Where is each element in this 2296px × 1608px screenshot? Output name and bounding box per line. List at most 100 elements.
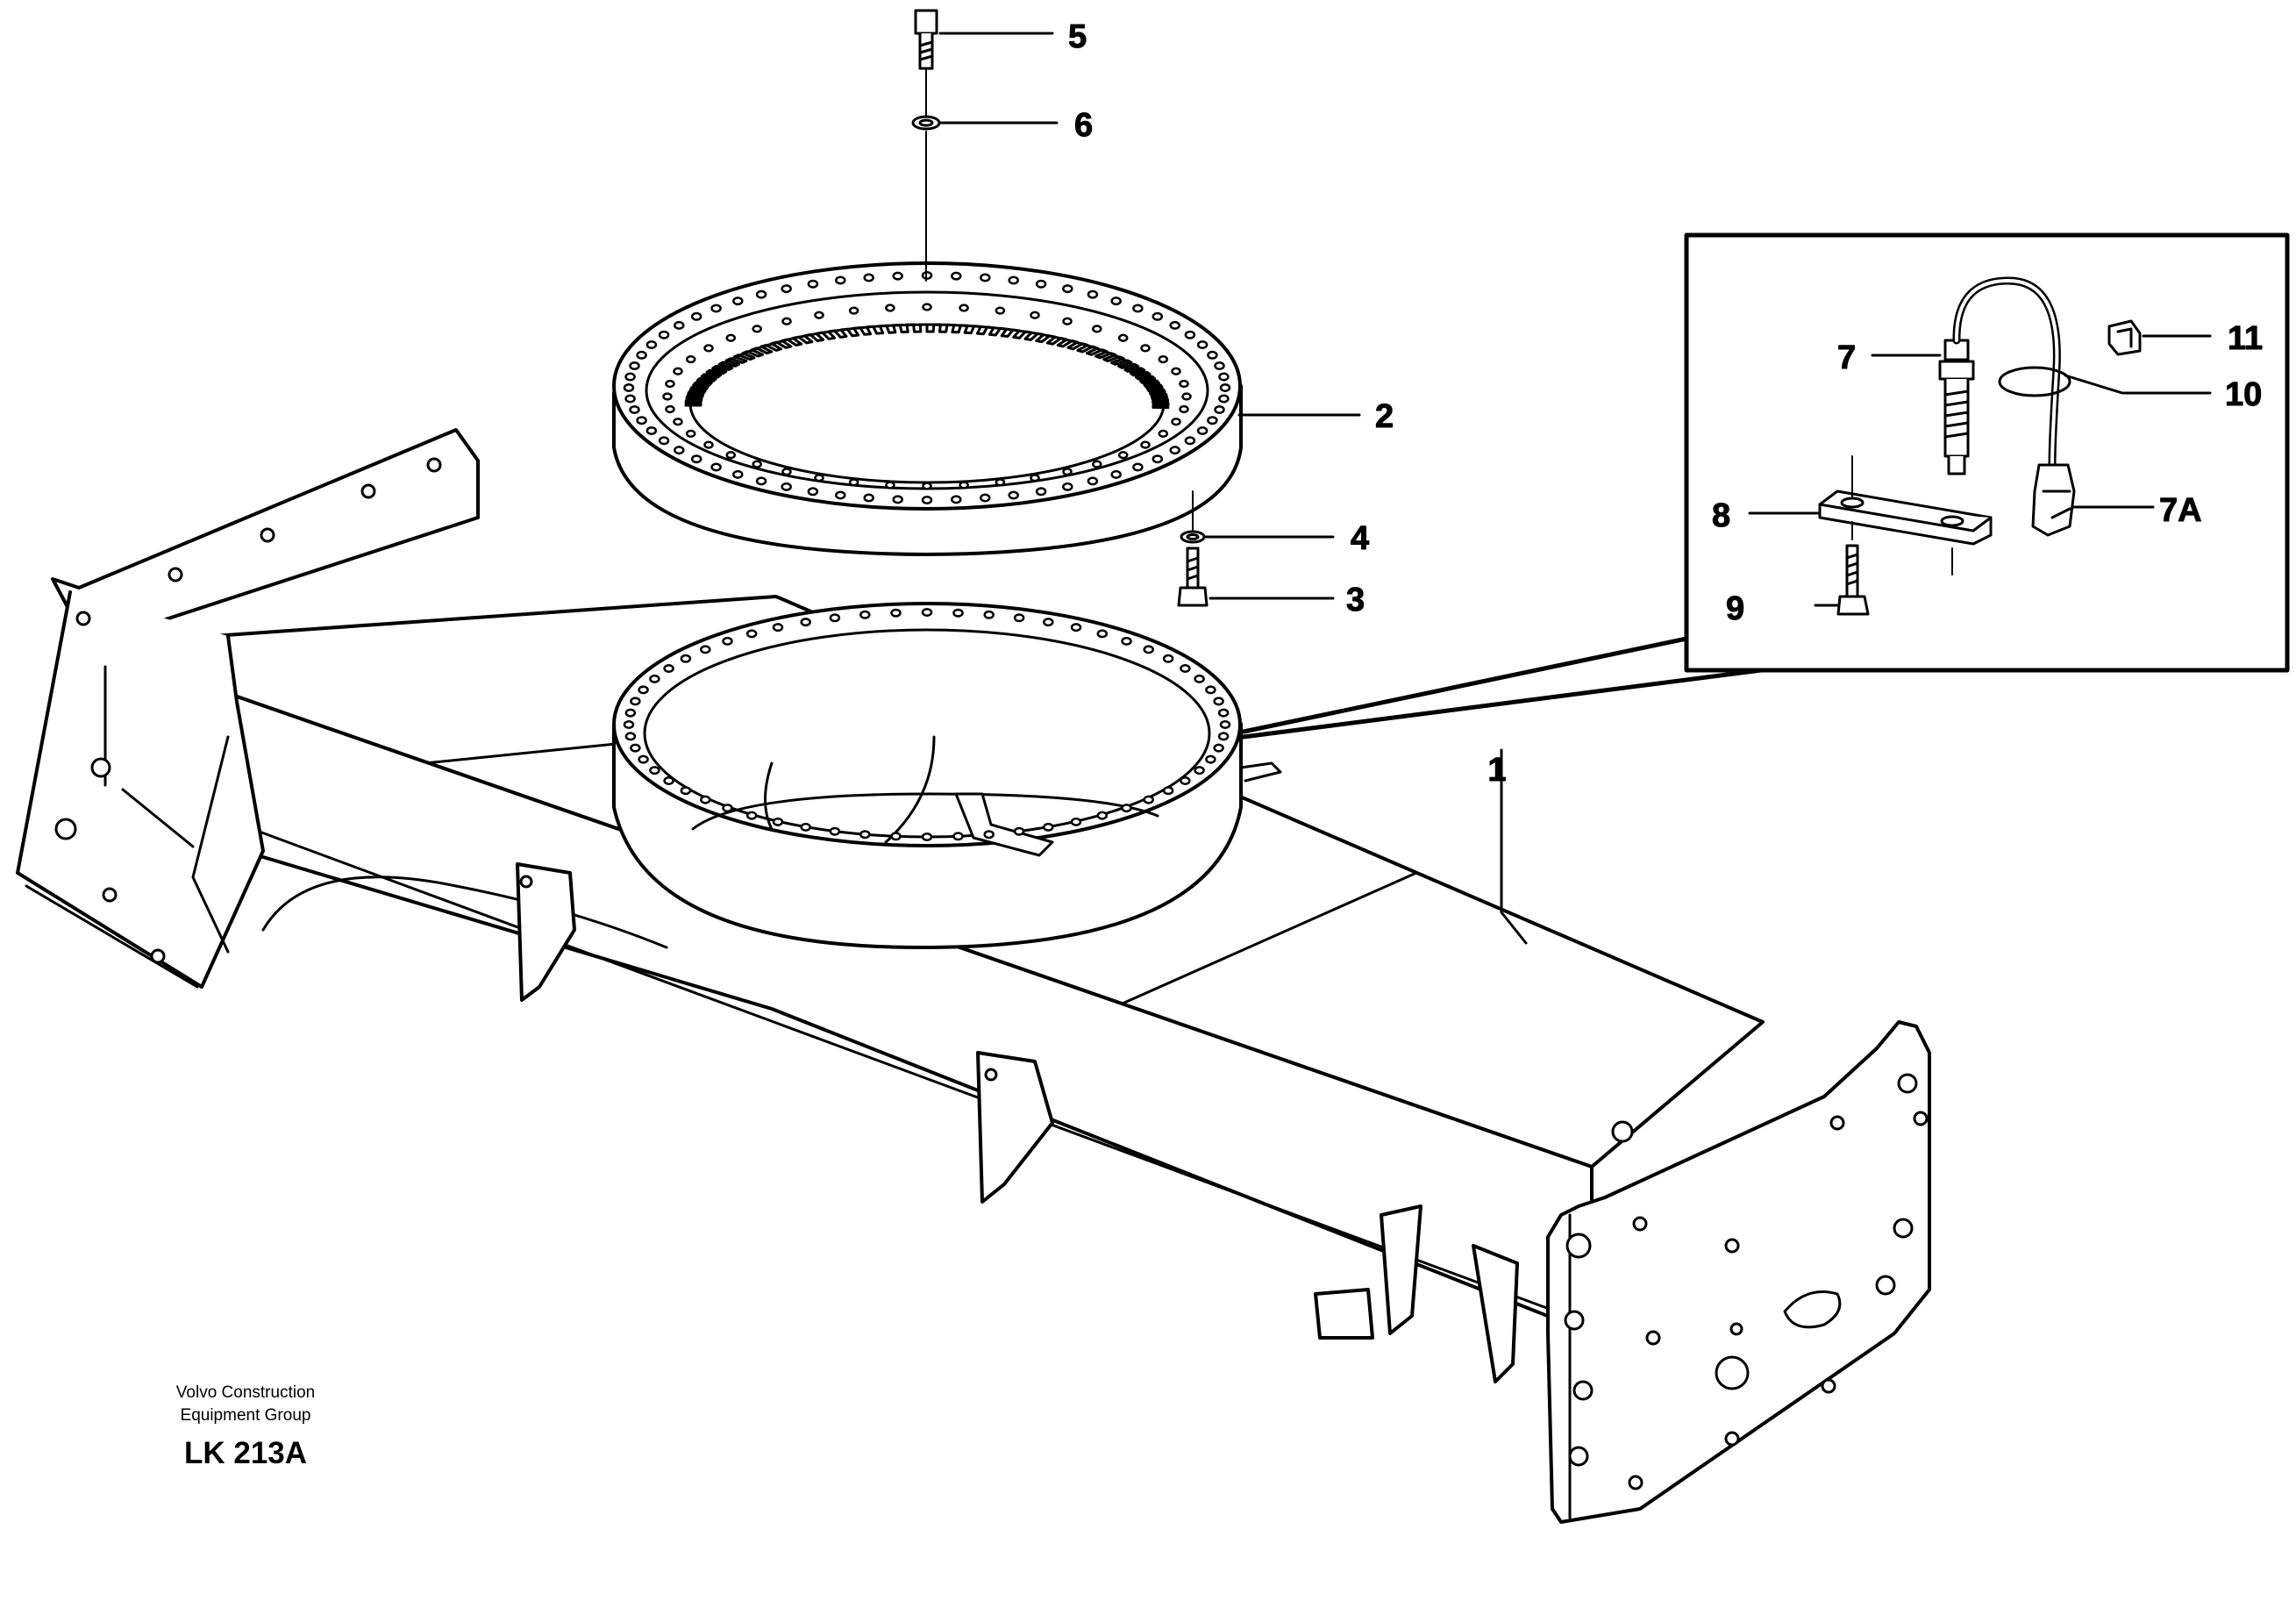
- bolt-hole: [673, 418, 683, 426]
- bolt-hole: [1030, 474, 1040, 482]
- clip-11: [2107, 319, 2142, 356]
- bolt-hole: [781, 468, 792, 476]
- bolt-hole: [624, 708, 637, 718]
- bolt-hole: [725, 451, 737, 460]
- bolt-hole: [921, 608, 933, 617]
- bolt-hole: [921, 496, 933, 504]
- bolt-hole: [1180, 664, 1191, 673]
- bolt-hole: [859, 610, 871, 619]
- bolt-hole: [1180, 776, 1191, 785]
- bracket-8: [1818, 490, 1993, 546]
- bolt-hole: [1152, 454, 1164, 464]
- bolt-hole: [638, 754, 649, 764]
- caption-line-1: Volvo Construction: [175, 1383, 316, 1402]
- bolt-hole: [680, 786, 692, 796]
- bolt-hole: [921, 833, 933, 841]
- bolt-hole: [1132, 304, 1144, 313]
- bolt-hole: [1140, 440, 1151, 449]
- bolt-hole: [638, 685, 649, 695]
- bolt-hole: [951, 495, 962, 504]
- bolt-hole: [848, 478, 859, 487]
- bolt-hole: [781, 284, 792, 294]
- bolt-hole: [952, 608, 964, 618]
- bolt-hole: [624, 394, 636, 404]
- bolt-5: [914, 9, 938, 70]
- bolt-hole: [658, 436, 670, 446]
- bolt-hole: [1152, 311, 1164, 321]
- bolt-hole: [772, 623, 784, 632]
- bolt-hole: [1217, 708, 1230, 718]
- bolt-hole: [636, 350, 647, 360]
- bolt-hole: [1008, 490, 1019, 500]
- bolt-hole: [1092, 460, 1102, 468]
- callout-3: 3: [1346, 582, 1365, 618]
- bolt-hole: [673, 367, 683, 375]
- bolt-hole: [1121, 636, 1132, 646]
- bolt-hole: [863, 493, 874, 503]
- bolt-hole: [700, 795, 711, 804]
- bolt-hole: [1110, 297, 1122, 306]
- bolt-hole: [1096, 811, 1109, 820]
- bolt-hole: [1013, 613, 1025, 623]
- bolt-hole: [680, 654, 692, 663]
- bolt-hole: [732, 297, 744, 306]
- bolt-hole: [645, 340, 658, 349]
- bolt-hole: [674, 446, 685, 455]
- callout-2: 2: [1375, 398, 1394, 435]
- callout-7a: 7A: [2159, 492, 2202, 529]
- bolt-hole: [1062, 284, 1073, 294]
- bolt-hole: [1117, 333, 1129, 342]
- bolt-hole: [732, 469, 744, 479]
- washer-4: [1180, 530, 1206, 544]
- bolt-hole: [1013, 826, 1025, 836]
- bolt-hole: [1062, 468, 1073, 476]
- bolt-hole: [980, 493, 991, 503]
- bolt-hole: [703, 344, 714, 353]
- bolt-hole: [665, 379, 675, 389]
- bolt-hole: [1062, 317, 1073, 325]
- bolt-hole: [1184, 330, 1196, 339]
- bolt-hole: [710, 462, 722, 472]
- washer-6: [911, 115, 941, 131]
- bolt-hole: [814, 474, 824, 482]
- bolt-hole: [690, 311, 702, 321]
- bolt-hole: [863, 273, 874, 282]
- bolt-hole: [700, 645, 711, 654]
- bolt-hole: [995, 478, 1006, 487]
- bolt-hole: [807, 279, 819, 289]
- undercarriage-frame: [16, 428, 1931, 1524]
- bolt-hole: [807, 487, 819, 497]
- bolt-hole: [1035, 279, 1047, 289]
- slewing-ring: [612, 261, 1243, 556]
- bolt-hole: [892, 495, 903, 504]
- sensor-7: [1938, 339, 1975, 475]
- bolt-hole: [1171, 367, 1181, 375]
- callout-labels: 1 2 3 4 5 6 7 7A 8 9 10 11: [1068, 18, 2264, 790]
- bolt-hole: [1070, 623, 1082, 632]
- callout-8: 8: [1712, 497, 1730, 534]
- bolt-hole: [848, 306, 859, 315]
- bolt-hole: [662, 392, 673, 401]
- bolt-hole: [1219, 383, 1231, 392]
- bolt-hole: [722, 636, 733, 646]
- bolt-hole: [829, 826, 841, 836]
- bolt-hole: [859, 830, 871, 840]
- callout-10: 10: [2225, 376, 2262, 413]
- bolt-hole: [755, 289, 767, 299]
- bolt-hole: [1087, 476, 1099, 486]
- bolt-hole: [725, 333, 737, 342]
- bolt-hole: [1194, 674, 1205, 683]
- sensor-cable-inner: [1954, 279, 2059, 467]
- bolt-hole: [663, 664, 674, 673]
- callout-11: 11: [2228, 320, 2263, 357]
- bolt-hole: [629, 405, 640, 414]
- bolt-hole: [1158, 354, 1169, 364]
- bolt-hole: [663, 776, 674, 785]
- bolt-hole: [1162, 654, 1174, 663]
- bolt-hole: [1008, 275, 1019, 285]
- bolt-hole: [959, 481, 969, 490]
- bolt-hole: [951, 271, 962, 281]
- bolt-hole: [645, 426, 658, 435]
- bolt-hole: [745, 811, 758, 820]
